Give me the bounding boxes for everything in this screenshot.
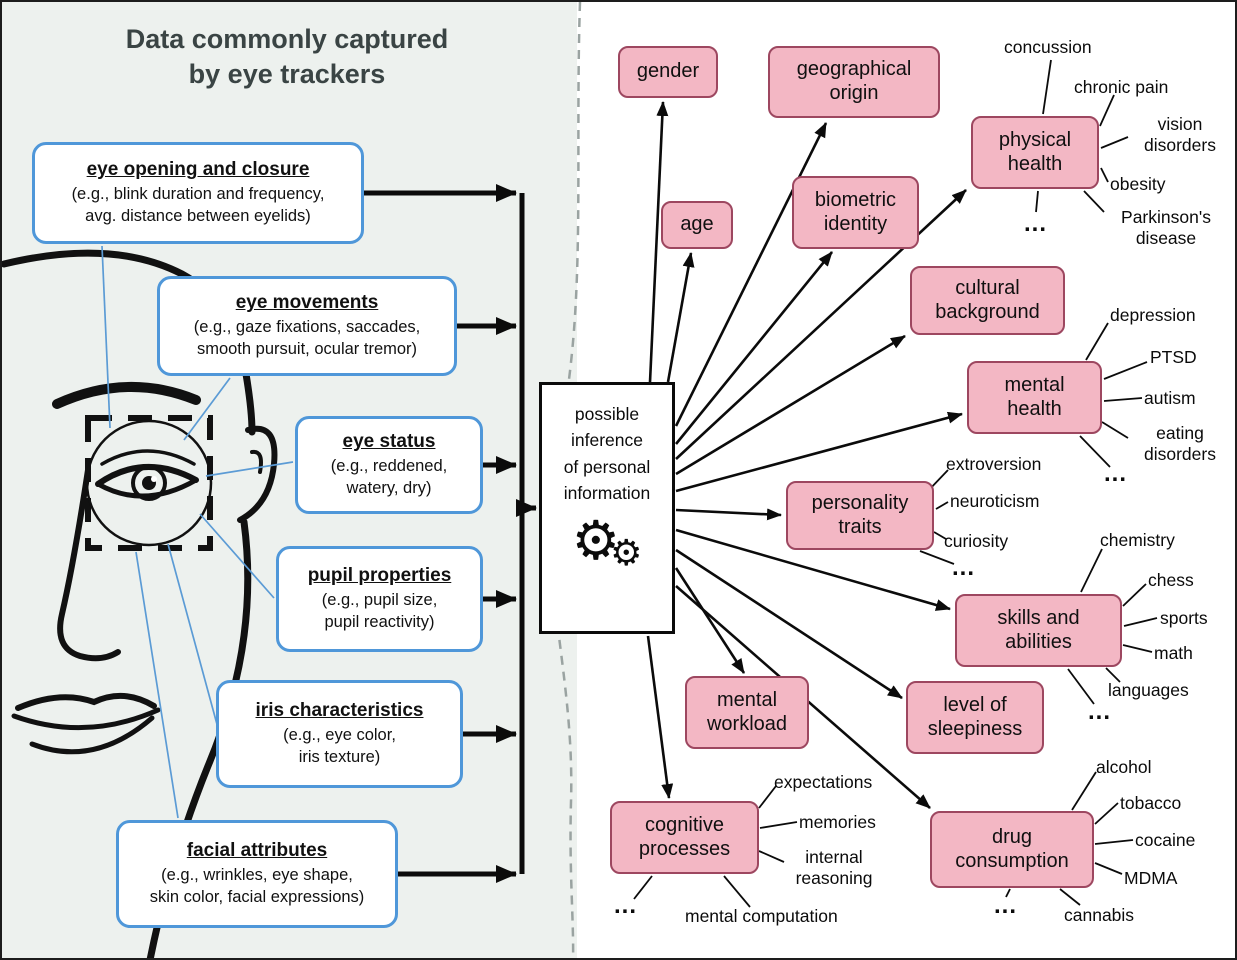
captured-eye-opening-title: eye opening and closure	[86, 159, 310, 181]
spoke-chemistry: chemistry	[1100, 530, 1175, 550]
inference-age: age	[661, 201, 733, 249]
inference-personality-traits: personality traits	[786, 481, 934, 550]
spoke-drug-more: ...	[994, 892, 1018, 919]
spoke-languages: languages	[1108, 680, 1189, 700]
center-inference-box: possible inference of personal informati…	[539, 382, 675, 634]
captured-eye-movements-title: eye movements	[235, 292, 379, 314]
inference-biometric-identity: biometric identity	[792, 176, 919, 249]
inference-geographical-origin: geographical origin	[768, 46, 940, 118]
spoke-obesity: obesity	[1110, 174, 1166, 194]
spoke-expectations: expectations	[774, 772, 873, 792]
inference-cognitive-processes: cognitive processes	[610, 801, 759, 874]
spoke-alcohol: alcohol	[1096, 757, 1152, 777]
spoke-mdma: MDMA	[1124, 868, 1178, 888]
spoke-chronic-pain: chronic pain	[1074, 77, 1169, 97]
spoke-personality-more: ...	[952, 554, 976, 581]
captured-pupil-properties-title: pupil properties	[307, 565, 452, 587]
captured-facial-attributes-desc: (e.g., wrinkles, eye shape, skin color, …	[149, 866, 365, 906]
spoke-math: math	[1154, 643, 1193, 663]
spoke-tobacco: tobacco	[1120, 793, 1182, 813]
captured-iris-characteristics-box: iris characteristics (e.g., eye color, i…	[216, 680, 463, 788]
captured-iris-characteristics-title: iris characteristics	[255, 700, 424, 722]
spoke-internal-reasoning: internal reasoning	[795, 847, 873, 888]
captured-pupil-properties-box: pupil properties (e.g., pupil size, pupi…	[276, 546, 483, 652]
captured-eye-status-box: eye status (e.g., reddened, watery, dry)	[295, 416, 483, 514]
spoke-neuroticism: neuroticism	[950, 491, 1040, 511]
inference-gender: gender	[618, 46, 718, 98]
captured-eye-status-title: eye status	[342, 431, 436, 453]
spoke-extroversion: extroversion	[946, 454, 1042, 474]
spoke-cannabis: cannabis	[1064, 905, 1135, 925]
spoke-mental-health-more: ...	[1104, 460, 1128, 487]
captured-iris-characteristics-desc: (e.g., eye color, iris texture)	[283, 726, 396, 766]
spoke-ptsd: PTSD	[1150, 347, 1197, 367]
diagram-title: Data commonly captured by eye trackers	[125, 24, 449, 90]
callout-lines	[101, 245, 294, 819]
captured-eye-opening-desc: (e.g., blink duration and frequency, avg…	[71, 185, 325, 225]
inference-physical-health: physical health	[971, 116, 1099, 189]
eye-tracker-target-icon	[85, 415, 213, 551]
inference-mental-workload: mental workload	[685, 676, 809, 749]
spoke-autism: autism	[1144, 388, 1196, 408]
captured-eye-opening-box: eye opening and closure (e.g., blink dur…	[32, 142, 364, 244]
center-inference-text: possible inference of personal informati…	[563, 404, 651, 503]
captured-eye-movements-desc: (e.g., gaze fixations, saccades, smooth …	[193, 318, 421, 358]
spoke-curiosity: curiosity	[944, 531, 1009, 551]
captured-pupil-properties-desc: (e.g., pupil size, pupil reactivity)	[321, 591, 438, 631]
spoke-concussion: concussion	[1004, 37, 1092, 57]
spoke-physical-health-more: ...	[1024, 210, 1048, 237]
spoke-skills-more: ...	[1088, 698, 1112, 725]
spoke-cocaine: cocaine	[1135, 830, 1196, 850]
gears-icon: ⚙⚙	[571, 511, 643, 573]
captured-eye-status-desc: (e.g., reddened, watery, dry)	[330, 457, 448, 497]
gear-small-icon: ⚙	[610, 532, 643, 573]
captured-eye-movements-box: eye movements (e.g., gaze fixations, sac…	[157, 276, 457, 376]
spoke-cognitive-more: ...	[614, 892, 638, 919]
spoke-eating-disorders: eating disorders	[1144, 423, 1216, 464]
gear-large-icon: ⚙	[571, 511, 621, 571]
spoke-memories: memories	[799, 812, 876, 832]
spoke-vision-disorders: vision disorders	[1144, 114, 1216, 155]
spoke-chess: chess	[1148, 570, 1194, 590]
bus-connectors	[362, 184, 537, 883]
inference-skills-abilities: skills and abilities	[955, 594, 1122, 667]
inference-drug-consumption: drug consumption	[930, 811, 1094, 888]
captured-facial-attributes-box: facial attributes (e.g., wrinkles, eye s…	[116, 820, 398, 928]
spoke-sports: sports	[1160, 608, 1208, 628]
inference-level-of-sleepiness: level of sleepiness	[906, 681, 1044, 754]
spoke-parkinsons-disease: Parkinson's disease	[1121, 207, 1211, 248]
inference-mental-health: mental health	[967, 361, 1102, 434]
captured-facial-attributes-title: facial attributes	[186, 840, 328, 862]
spoke-depression: depression	[1110, 305, 1196, 325]
inference-cultural-background: cultural background	[910, 266, 1065, 335]
spoke-mental-computation: mental computation	[685, 906, 838, 926]
